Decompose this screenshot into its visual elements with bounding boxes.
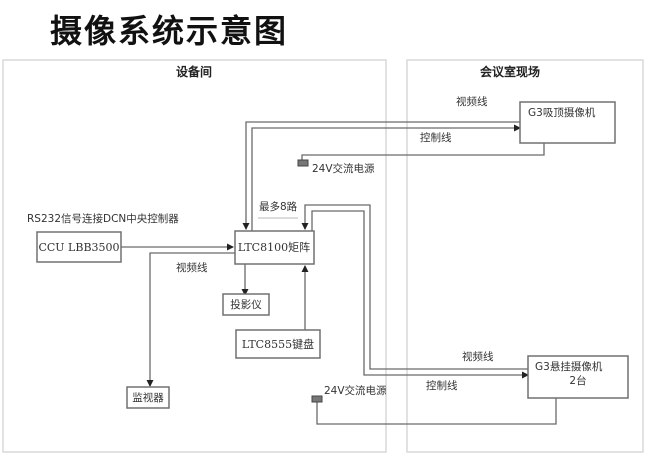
wire-ceiling-video: [242, 121, 520, 230]
device-matrix-label: LTC8100矩阵: [238, 240, 310, 254]
device-monitor-label: 监视器: [132, 391, 164, 404]
device-hanging-camera[interactable]: G3悬挂摄像机 2台: [527, 355, 629, 399]
max-channels-label: 最多8路: [259, 200, 298, 213]
zone-meeting-room: 会议室现场: [406, 59, 644, 453]
device-ceiling-camera[interactable]: G3吸顶摄像机: [519, 101, 616, 144]
zone-meeting-room-title: 会议室现场: [480, 64, 540, 79]
wire-hanging-power: [316, 398, 557, 425]
device-matrix[interactable]: LTC8100矩阵: [234, 230, 315, 265]
rs232-note: RS232信号连接DCN中央控制器: [27, 212, 179, 225]
diagram-title: 摄像系统示意图: [50, 12, 289, 50]
power-top-label: 24V交流电源: [312, 162, 375, 175]
device-projector[interactable]: 投影仪: [222, 293, 270, 316]
wire-hanging-video: [301, 204, 528, 370]
power-plug-bottom-icon: [311, 395, 323, 403]
device-hanging-camera-label: G3悬挂摄像机: [535, 360, 603, 373]
device-keyboard[interactable]: LTC8555键盘: [235, 329, 321, 359]
wire-ceiling-control: [251, 124, 521, 231]
video-line-bottom-label: 视频线: [462, 350, 494, 363]
wire-matrix-to-monitor: [146, 252, 235, 387]
video-line-top-label: 视频线: [456, 95, 488, 108]
control-line-bottom-label: 控制线: [426, 379, 458, 392]
control-line-top-label: 控制线: [420, 131, 452, 144]
wire-ceiling-power: [301, 143, 545, 162]
device-ccu[interactable]: CCU LBB3500: [36, 231, 122, 263]
device-monitor[interactable]: 监视器: [126, 386, 170, 409]
device-keyboard-label: LTC8555键盘: [242, 337, 314, 351]
wire-hanging-control: [311, 210, 529, 379]
power-bottom-label: 24V交流电源: [324, 384, 387, 397]
device-ceiling-camera-label: G3吸顶摄像机: [528, 106, 596, 119]
zone-equipment-room-title: 设备间: [176, 64, 212, 79]
power-plug-top-icon: [297, 159, 309, 167]
device-hanging-camera-count: 2台: [569, 374, 586, 387]
video-line-monitor-label: 视频线: [176, 261, 208, 274]
device-ccu-label: CCU LBB3500: [38, 241, 119, 254]
zone-equipment-room: 设备间: [2, 59, 387, 453]
device-projector-label: 投影仪: [230, 298, 262, 311]
